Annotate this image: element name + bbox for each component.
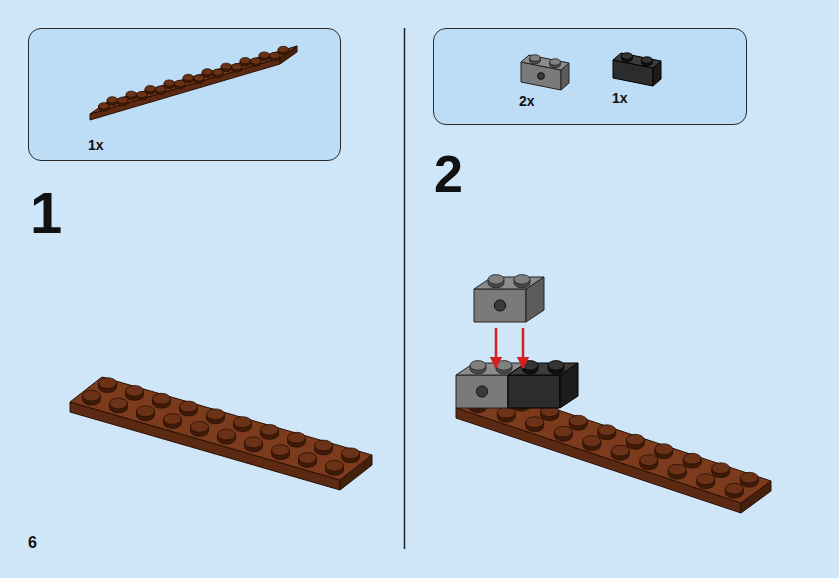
stud — [598, 425, 616, 436]
axle-hole — [476, 386, 487, 397]
stud — [655, 444, 673, 455]
stud — [83, 390, 101, 401]
front-face — [456, 375, 508, 408]
parts-callout: 2x 1x — [433, 28, 747, 125]
stud — [342, 448, 360, 459]
stud — [288, 432, 306, 443]
stud — [232, 64, 242, 70]
front-face — [508, 375, 560, 408]
stud — [626, 434, 644, 445]
stud — [213, 69, 223, 75]
stud — [278, 46, 288, 52]
stud — [191, 421, 209, 432]
step-number: 1 — [30, 184, 62, 242]
stud — [99, 378, 117, 389]
page-number: 6 — [28, 535, 37, 551]
brown-plate-2x10 — [90, 46, 297, 120]
stud — [218, 429, 236, 440]
stud — [326, 460, 344, 471]
front-face — [474, 289, 526, 322]
axle-hole — [538, 73, 545, 80]
stud — [668, 464, 686, 475]
quantity-label: 2x — [519, 94, 535, 108]
stud — [270, 52, 280, 58]
stud — [554, 426, 572, 437]
stud — [145, 86, 155, 92]
stud — [183, 74, 193, 80]
stud — [640, 455, 658, 466]
divider-line — [404, 28, 406, 549]
stud — [272, 445, 290, 456]
stud — [207, 409, 225, 420]
stud — [107, 97, 117, 103]
stud — [712, 463, 730, 474]
stud — [611, 445, 629, 456]
top-face — [613, 53, 661, 68]
stud — [725, 483, 743, 494]
stud — [299, 453, 317, 464]
stud — [153, 393, 171, 404]
stud — [683, 453, 701, 464]
stud — [470, 361, 486, 371]
grey-technic-brick — [474, 275, 544, 322]
stud — [180, 401, 198, 412]
top-face — [521, 55, 569, 70]
stud — [234, 417, 252, 428]
stud — [259, 52, 269, 58]
stud — [488, 275, 504, 285]
stud — [194, 75, 204, 81]
stud — [240, 58, 250, 64]
quantity-label: 1x — [612, 91, 628, 105]
step-number: 2 — [434, 148, 463, 200]
top-face — [70, 377, 372, 480]
stud — [642, 57, 653, 64]
placement-arrow — [495, 328, 498, 368]
stud — [622, 53, 633, 60]
stud — [221, 63, 231, 69]
stud — [110, 398, 128, 409]
top-face — [90, 46, 297, 114]
quantity-label: 1x — [88, 138, 104, 152]
brown-plate-2x10 — [70, 377, 372, 490]
stud — [550, 59, 561, 66]
stud — [530, 55, 541, 62]
black-brick — [508, 361, 578, 408]
stud — [496, 361, 512, 371]
stud — [497, 407, 515, 418]
stud — [164, 414, 182, 425]
black-brick — [613, 53, 661, 86]
grey-technic-brick — [521, 55, 569, 90]
stud — [245, 437, 263, 448]
stud — [99, 103, 109, 109]
stud — [118, 97, 128, 103]
front-face — [90, 58, 280, 120]
stud — [315, 440, 333, 451]
placement-arrow — [522, 328, 525, 368]
stud — [126, 386, 144, 397]
stud — [126, 91, 136, 97]
stud — [164, 80, 174, 86]
stud — [175, 80, 185, 86]
stud — [740, 472, 758, 483]
stud — [522, 361, 538, 371]
stud — [251, 58, 261, 64]
stud — [156, 86, 166, 92]
top-face — [474, 277, 544, 289]
stud — [514, 275, 530, 285]
stud — [526, 417, 544, 428]
top-face — [508, 363, 578, 375]
stud — [261, 425, 279, 436]
stud — [583, 436, 601, 447]
stud — [137, 92, 147, 98]
axle-hole — [494, 300, 505, 311]
stud — [569, 415, 587, 426]
stud — [548, 361, 564, 371]
stud — [137, 406, 155, 417]
stud — [697, 474, 715, 485]
stud — [202, 69, 212, 75]
